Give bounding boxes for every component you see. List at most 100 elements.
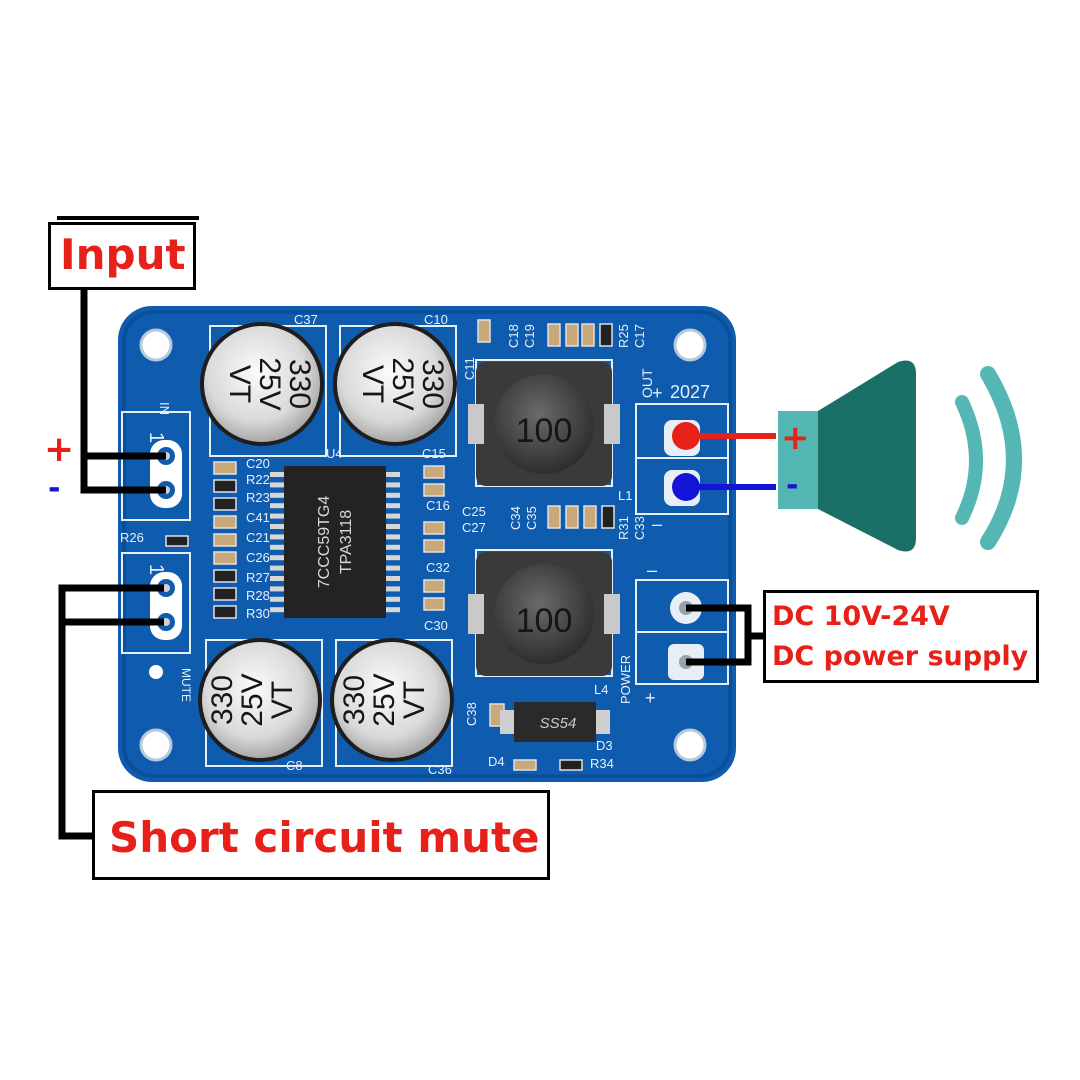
smd-component [423, 465, 445, 479]
smd-component [513, 759, 537, 771]
silk-c16: C16 [426, 498, 450, 513]
silk-c21: C21 [246, 530, 270, 545]
silk-r30: R30 [246, 606, 270, 621]
cap-c36-value: 330 [338, 675, 371, 725]
smd-component [423, 521, 445, 535]
silk-c25: C25 [462, 504, 486, 519]
silk-c38: C38 [464, 702, 479, 726]
amplifier-chip: 7CCC59TG4 TPA3118 [270, 466, 400, 618]
chip-pin [270, 482, 284, 488]
smd-component [599, 323, 613, 347]
cap-c36-brand: VT [398, 681, 431, 719]
smd-component [601, 505, 615, 529]
silk-power-plus: + [645, 688, 656, 708]
capacitor-c36: 330 25V VT [330, 638, 454, 762]
silk-c10: C10 [424, 312, 448, 327]
power-supply-label: DC power supply [772, 641, 1029, 672]
cap-c10-brand: VT [356, 365, 389, 403]
chip-pin [270, 503, 284, 509]
cap-c8-voltage: 25V [236, 673, 269, 726]
smd-component [423, 539, 445, 553]
smd-component [213, 533, 237, 547]
chip-pin [270, 513, 284, 519]
chip-pin [386, 503, 400, 509]
chip-pin [386, 576, 400, 581]
silk-r28: R28 [246, 588, 270, 603]
smd-component [547, 505, 561, 529]
silk-c32: C32 [426, 560, 450, 575]
cap-c37-brand: VT [223, 365, 256, 403]
silk-r25: R25 [616, 324, 631, 348]
silk-c30: C30 [424, 618, 448, 633]
chip-marking-line2: TPA3118 [338, 510, 355, 574]
silk-c18: C18 [506, 324, 521, 348]
silk-u4: U4 [326, 446, 343, 461]
mounting-holes [139, 328, 707, 762]
chip-pin [270, 596, 284, 602]
silk-l4: L4 [594, 682, 608, 697]
smd-component [583, 505, 597, 529]
silk-c11: C11 [462, 357, 477, 380]
speaker-negative-terminal [672, 473, 700, 501]
silk-r27: R27 [246, 570, 270, 585]
mute-header [150, 572, 182, 640]
smd-component [213, 587, 237, 601]
silk-r22a: R22 [246, 472, 270, 487]
smd-component [559, 759, 583, 771]
silk-c36: C36 [428, 762, 452, 777]
cap-c10-voltage: 25V [386, 357, 419, 410]
smd-component [213, 479, 237, 493]
smd-component [565, 505, 579, 529]
diode-ss54: SS54 [500, 702, 610, 742]
input-minus-sign: - [48, 471, 61, 506]
silk-mute-pin1: 1 [145, 564, 167, 575]
chip-pin [270, 544, 284, 550]
chip-pin [270, 586, 284, 592]
cap-c10-value: 330 [416, 359, 449, 409]
silk-out-plus: + [652, 383, 663, 403]
inductor-l4: 100 [468, 552, 620, 676]
silk-c26: C26 [246, 550, 270, 565]
silk-r31: R31 [616, 516, 631, 540]
chip-pin [386, 555, 400, 561]
silk-out: OUT [639, 368, 655, 398]
silk-out-minus: – [652, 514, 662, 534]
silk-r34: R34 [590, 756, 614, 771]
silk-c33: C33 [632, 516, 647, 540]
silk-power-minus: – [647, 560, 657, 580]
speaker-positive-terminal [672, 422, 700, 450]
chip-pin [386, 565, 400, 571]
mute-wires [58, 584, 164, 840]
chip-pin [386, 513, 400, 519]
chip-pin [386, 472, 400, 477]
chip-pin [270, 472, 284, 477]
diode-label: SS54 [540, 715, 577, 732]
smd-component [213, 497, 237, 511]
inductor-l1-value: 100 [516, 412, 573, 450]
cap-c37-value: 330 [283, 359, 316, 409]
chip-pin [386, 544, 400, 550]
silk-c20: C20 [246, 456, 270, 471]
cap-c36-voltage: 25V [368, 673, 401, 726]
input-header [150, 440, 182, 508]
chip-pin [270, 534, 284, 540]
pcb-inner-shade [122, 310, 732, 778]
input-callout: Input [48, 216, 199, 290]
silk-r22b: R23 [246, 490, 270, 505]
capacitor-c10: 330 25V VT [333, 322, 457, 446]
silk-l1: L1 [618, 488, 632, 503]
chip-pin [270, 492, 284, 498]
silk-c8: C8 [286, 758, 303, 773]
silk-power: POWER [618, 655, 633, 704]
speaker-plus-sign: + [781, 418, 810, 458]
silk-in: IN [157, 402, 172, 415]
silk-d4: D4 [488, 754, 505, 769]
power-callout: DC 10V-24V DC power supply [763, 590, 1039, 683]
silk-r26: R26 [120, 530, 144, 545]
chip-pin [386, 607, 400, 613]
chip-pin [386, 492, 400, 498]
chip-pin [386, 596, 400, 602]
silk-d3: D3 [596, 738, 613, 753]
sound-waves-icon [955, 366, 1022, 550]
